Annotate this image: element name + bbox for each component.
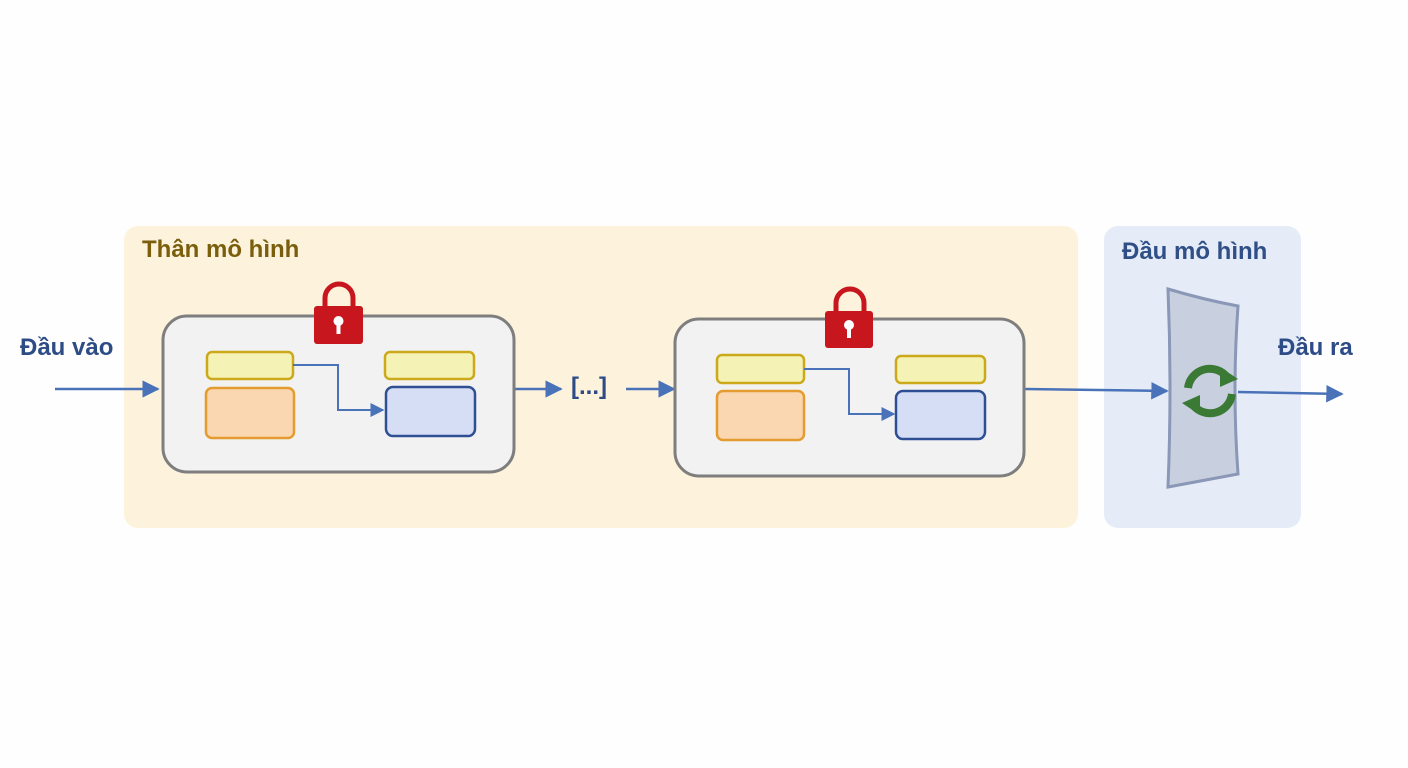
yellow-unit: [715, 353, 806, 385]
blue-unit: [894, 389, 987, 441]
internal-connector-arrow: [293, 364, 385, 417]
blue-unit: [384, 385, 477, 438]
block2-to-head-arrow: [1024, 382, 1169, 400]
orange-unit: [715, 389, 806, 442]
model-head-title: Đầu mô hình: [1122, 238, 1268, 265]
output-arrow: [1237, 384, 1344, 403]
internal-connector-arrow: [804, 368, 896, 421]
frozen-block-1: [161, 314, 516, 474]
refresh-icon: [1182, 364, 1238, 418]
yellow-unit: [894, 354, 987, 385]
head-layer-shape: [1166, 286, 1240, 489]
output-label: Đầu ra: [1278, 334, 1353, 361]
yellow-unit: [205, 350, 295, 381]
yellow-unit: [383, 350, 476, 381]
model-body-title: Thân mô hình: [142, 236, 300, 263]
padlock-icon: [825, 286, 873, 348]
repeated-blocks-ellipsis: [...]: [571, 373, 607, 400]
orange-unit: [204, 386, 296, 440]
input-label: Đầu vào: [20, 334, 114, 361]
frozen-block-2: [673, 317, 1026, 478]
padlock-icon: [314, 281, 363, 344]
